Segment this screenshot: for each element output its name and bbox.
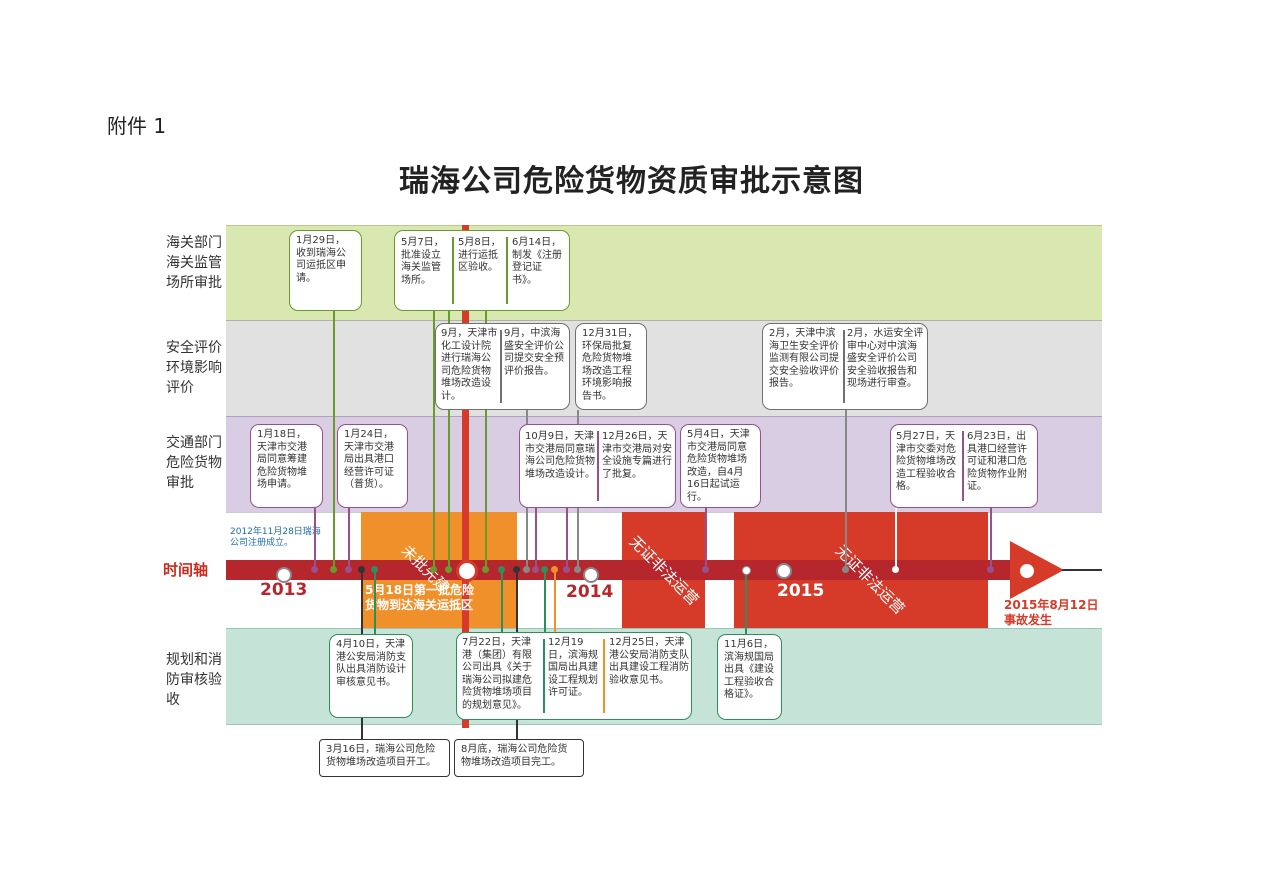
event-text: 6月14日，制发《注册登记证书》。 [512, 237, 562, 286]
event-dot [430, 566, 437, 573]
event-dot [987, 566, 994, 573]
transport-event-box: 1月18日，天津市交港局同意筹建危险货物堆场申请。 [250, 424, 323, 508]
event-dot [541, 566, 548, 573]
event-text: 12月26日，天津市交港局对安全设施专篇进行了批复。 [602, 431, 672, 480]
event-text: 2月，水运安全评审中心对中滨海盛安全评价公司安全验收报告和现场进行审查。 [847, 328, 924, 389]
event-text: 1月18日，天津市交港局同意筹建危险货物堆场申请。 [257, 429, 307, 490]
attachment-label: 附件 1 [107, 114, 167, 138]
lane-label-safety: 安全评价环境影响评价 [166, 340, 222, 396]
milestone-circle [456, 560, 478, 582]
event-dot [532, 566, 539, 573]
event-dot [702, 566, 709, 573]
axis-extension-line [1062, 569, 1102, 571]
connector-line [745, 569, 747, 634]
event-dot [551, 566, 558, 573]
transport-event-box: 5月4日，天津市交港局同意危险货物堆场改造，自4月16日起试运行。 [680, 424, 761, 508]
event-text: 12月25日，天津港公安局消防支队出具建设工程消防验收意见书。 [609, 637, 689, 686]
connector-line [990, 508, 992, 569]
planning-event-box: 11月6日，滨海规国局出具《建设工程验收合格证》。 [717, 634, 782, 720]
connector-line [314, 508, 316, 569]
event-dot [892, 566, 899, 573]
customs-event-box: 1月29日，收到瑞海公司运抵区申请。 [289, 230, 362, 311]
transport-event-box: 1月24日，天津市交港局出具港口经营许可证（普货）。 [337, 424, 408, 508]
lane-label-transport: 交通部门危险货物审批 [166, 435, 222, 491]
event-text: 5月7日，批准设立海关监管场所。 [401, 237, 444, 286]
event-dot [742, 566, 751, 575]
year-label-2014: 2014 [566, 582, 614, 602]
safety-event-box: 12月31日，环保局批复危险货物堆场改造工程环境影响报告书。 [575, 323, 647, 410]
event-text: 9月，天津市化工设计院进行瑞海公司危险货物堆场改造设计。 [441, 328, 498, 402]
event-dot [445, 566, 452, 573]
event-dot [358, 566, 365, 573]
event-text: 7月22日，天津港（集团）有限公司出具《关于瑞海公司拟建危险货物堆场项目的规划意… [462, 637, 532, 711]
event-text: 4月10日，天津港公安局消防支队出具消防设计审核意见书。 [336, 639, 406, 688]
event-text: 12月19日，滨海规国局出具建设工程规划许可证。 [548, 637, 598, 698]
event-text: 2月，天津中滨海卫生安全评价监测有限公司提交安全验收评价报告。 [769, 328, 839, 389]
connector-line [554, 569, 556, 634]
connector-line [544, 569, 546, 634]
transport-event-box-group: 5月27日，天津市交委对危险货物堆场改造工程验收合格。 6月23日，出具港口经营… [890, 424, 1038, 508]
event-dot [842, 566, 849, 573]
event-text: 10月9日，天津市交港局同意瑞海公司危险货物堆场改造设计。 [525, 431, 595, 480]
event-dot [311, 566, 318, 573]
connector-line [845, 410, 847, 569]
event-text: 1月29日，收到瑞海公司运抵区申请。 [296, 235, 346, 284]
lane-label-customs: 海关部门海关监管场所审批 [166, 235, 222, 291]
event-dot [513, 566, 520, 573]
planning-event-box-group: 7月22日，天津港（集团）有限公司出具《关于瑞海公司拟建危险货物堆场项目的规划意… [456, 632, 692, 720]
event-dot [482, 566, 489, 573]
event-dot [345, 566, 352, 573]
milestone-red-line [462, 225, 469, 728]
lane-customs [226, 225, 1102, 321]
connector-line [374, 569, 376, 634]
lane-safety [226, 320, 1102, 417]
lane-label-planning: 规划和消防审核验收 [166, 652, 222, 708]
connector-line [333, 311, 335, 569]
connector-line [705, 508, 707, 569]
event-dot [563, 566, 570, 573]
event-text: 5月4日，天津市交港局同意危险货物堆场改造，自4月16日起试运行。 [687, 429, 750, 503]
event-dot [498, 566, 505, 573]
event-text: 3月16日，瑞海公司危险货物堆场改造项目开工。 [326, 744, 436, 768]
connector-line [895, 508, 897, 569]
connector-line [485, 311, 487, 569]
event-dot [371, 566, 378, 573]
year-marker-2013 [276, 567, 292, 583]
event-text: 12月31日，环保局批复危险货物堆场改造工程环境影响报告书。 [582, 328, 638, 402]
event-text: 9月，中滨海盛安全评价公司提交安全预评价报告。 [504, 328, 564, 377]
year-marker-2014 [583, 567, 599, 583]
year-marker-2015 [776, 563, 792, 579]
year-label-2015: 2015 [777, 581, 825, 601]
accident-note: 2015年8月12日事故发生 [1004, 598, 1099, 627]
connector-line [448, 311, 450, 569]
event-dot [330, 566, 337, 573]
safety-event-box-group: 9月，天津市化工设计院进行瑞海公司危险货物堆场改造设计。 9月，中滨海盛安全评价… [435, 323, 570, 410]
planning-event-box: 4月10日，天津港公安局消防支队出具消防设计审核意见书。 [329, 634, 413, 718]
safety-event-box-group: 2月，天津中滨海卫生安全评价监测有限公司提交安全验收评价报告。 2月，水运安全评… [762, 323, 928, 410]
event-text: 1月24日，天津市交港局出具港口经营许可证（普货）。 [344, 429, 394, 490]
event-dot [574, 566, 581, 573]
connector-line [501, 569, 503, 634]
event-text: 5月8日，进行运抵区验收。 [458, 237, 501, 273]
construction-start-box: 3月16日，瑞海公司危险货物堆场改造项目开工。 [319, 739, 450, 777]
customs-event-box-group: 5月7日，批准设立海关监管场所。 5月8日，进行运抵区验收。 6月14日，制发《… [394, 230, 570, 311]
timeline-axis [226, 560, 1016, 580]
transport-event-box-group: 10月9日，天津市交港局同意瑞海公司危险货物堆场改造设计。 12月26日，天津市… [519, 424, 676, 508]
founding-note: 2012年11月28日瑞海公司注册成立。 [230, 527, 321, 548]
event-text: 8月底，瑞海公司危险货物堆场改造项目完工。 [461, 744, 568, 768]
event-text: 6月23日，出具港口经营许可证和港口危险货物作业附证。 [967, 431, 1027, 492]
page-title: 瑞海公司危险货物资质审批示意图 [399, 164, 864, 199]
connector-line [566, 508, 568, 569]
connector-line [348, 508, 350, 569]
year-label-2013: 2013 [260, 580, 308, 600]
connector-line [535, 508, 537, 569]
construction-complete-box: 8月底，瑞海公司危险货物堆场改造项目完工。 [454, 739, 584, 777]
lane-label-timeline: 时间轴 [163, 561, 209, 579]
accident-circle [1017, 561, 1037, 581]
event-text: 5月27日，天津市交委对危险货物堆场改造工程验收合格。 [896, 431, 956, 492]
connector-line [433, 311, 435, 569]
event-dot [523, 566, 530, 573]
event-text: 11月6日，滨海规国局出具《建设工程验收合格证》。 [724, 639, 774, 700]
first-cargo-arrival-note: 5月18日第一批危险货物到达海关运抵区 [365, 583, 475, 612]
